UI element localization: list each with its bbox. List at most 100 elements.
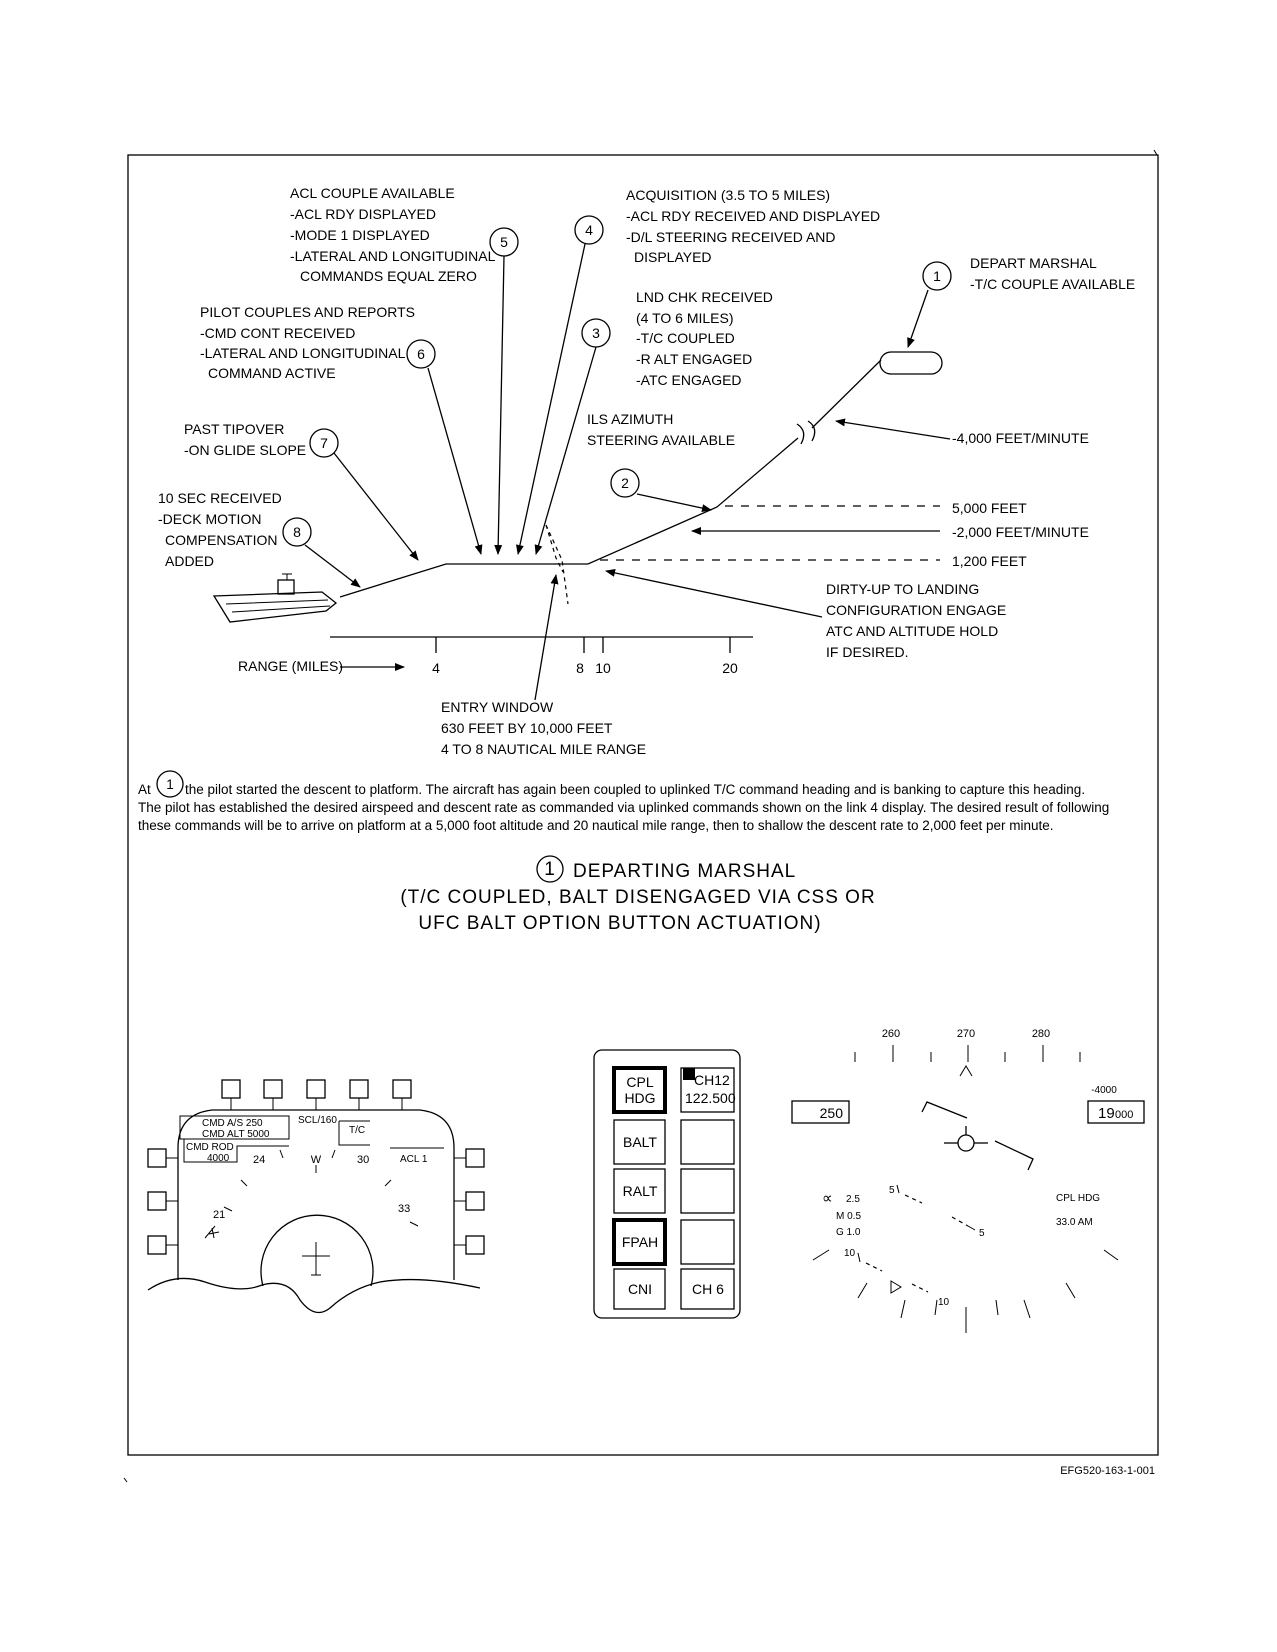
svg-text:ACQUISITION (3.5 TO 5 MILES): ACQUISITION (3.5 TO 5 MILES) (626, 187, 830, 203)
svg-text:8: 8 (576, 660, 584, 676)
option-display[interactable] (680, 1168, 735, 1214)
svg-text:-CMD CONT RECEIVED: -CMD CONT RECEIVED (200, 325, 355, 341)
altitude-box (1087, 1100, 1145, 1124)
svg-text:CPL: CPL (626, 1074, 653, 1090)
svg-text:5: 5 (979, 1228, 985, 1239)
annotation-lnd-chk: LND CHK RECEIVED (4 TO 6 MILES) -T/C COU… (636, 289, 773, 388)
svg-text:5: 5 (889, 1185, 895, 1196)
ddi-display: CMD A/S 250 CMD ALT 5000 CMD ROD 4000 SC… (147, 1079, 485, 1314)
svg-text:-4000: -4000 (1091, 1085, 1117, 1096)
svg-text:DEPARTING MARSHAL: DEPARTING MARSHAL (573, 861, 796, 882)
option-display[interactable] (680, 1219, 735, 1265)
svg-text:CNI: CNI (628, 1281, 652, 1297)
svg-text:2: 2 (621, 475, 629, 491)
ddi-pushbutton[interactable] (263, 1079, 283, 1099)
ddi-pushbutton[interactable] (465, 1191, 485, 1211)
figure-id: EFG520-163-1-001 (1060, 1465, 1155, 1477)
flight-path (339, 351, 943, 598)
svg-text:CMD A/S 250: CMD A/S 250 (202, 1118, 263, 1129)
svg-text:ACL 1: ACL 1 (400, 1154, 428, 1165)
svg-text:2.5: 2.5 (846, 1194, 860, 1205)
svg-text:10: 10 (938, 1297, 950, 1308)
comm-channel-display (680, 1067, 735, 1113)
option-display[interactable] (680, 1119, 735, 1165)
ddi-pushbutton[interactable] (392, 1079, 412, 1099)
svg-text:CPL HDG: CPL HDG (1056, 1193, 1100, 1204)
alpha-icon: ∝ (822, 1190, 833, 1207)
svg-text:COMMAND ACTIVE: COMMAND ACTIVE (208, 365, 336, 381)
channel-6-button[interactable] (680, 1268, 735, 1310)
ddi-pushbutton[interactable] (306, 1079, 326, 1099)
step-circle-8: 8 (282, 517, 312, 547)
svg-text:FPAH: FPAH (622, 1234, 658, 1250)
svg-text:33: 33 (398, 1203, 410, 1215)
svg-text:RALT: RALT (623, 1183, 658, 1199)
svg-text:33.0 AM: 33.0 AM (1056, 1217, 1093, 1228)
svg-text:-ON GLIDE SLOPE: -ON GLIDE SLOPE (184, 442, 306, 458)
svg-text:000: 000 (1115, 1109, 1133, 1121)
ralt-button[interactable] (613, 1168, 666, 1214)
svg-text:CONFIGURATION ENGAGE: CONFIGURATION ENGAGE (826, 602, 1006, 618)
svg-text:ADDED: ADDED (165, 553, 214, 569)
step-circle-5: 5 (489, 227, 519, 257)
ddi-pushbutton[interactable] (465, 1235, 485, 1255)
annotation-pilot-couples: PILOT COUPLES AND REPORTS -CMD CONT RECE… (200, 304, 415, 381)
ddi-pushbutton[interactable] (221, 1079, 241, 1099)
ddi-pushbutton[interactable] (147, 1191, 167, 1211)
svg-text:ENTRY WINDOW: ENTRY WINDOW (441, 699, 554, 715)
svg-text:-R ALT ENGAGED: -R ALT ENGAGED (636, 351, 752, 367)
svg-text:10 SEC RECEIVED: 10 SEC RECEIVED (158, 490, 282, 506)
svg-text:PAST TIPOVER: PAST TIPOVER (184, 421, 284, 437)
annotation-acquisition: ACQUISITION (3.5 TO 5 MILES) -ACL RDY RE… (626, 187, 880, 265)
svg-text:ATC AND ALTITUDE HOLD: ATC AND ALTITUDE HOLD (826, 623, 998, 639)
svg-text:DISPLAYED: DISPLAYED (634, 249, 712, 265)
airspeed-box (791, 1100, 850, 1124)
ddi-pushbutton[interactable] (349, 1079, 369, 1099)
annotation-entry-window: ENTRY WINDOW 630 FEET BY 10,000 FEET 4 T… (441, 699, 646, 757)
svg-text:10: 10 (595, 660, 611, 676)
svg-text:the pilot started the descent: the pilot started the descent to platfor… (185, 782, 1085, 797)
svg-text:-ATC ENGAGED: -ATC ENGAGED (636, 372, 742, 388)
ufc-panel: CPL HDG CH12 122.500 BALT RALT FPAH CNI … (593, 1049, 741, 1319)
balt-button[interactable] (613, 1119, 666, 1165)
annotation-past-tipover: PAST TIPOVER -ON GLIDE SLOPE (184, 421, 306, 458)
svg-text:T/C: T/C (349, 1125, 365, 1136)
description-paragraph: At 1 the pilot started the descent to pl… (138, 770, 1109, 833)
svg-text:HDG: HDG (624, 1090, 655, 1106)
svg-text:W: W (311, 1154, 322, 1166)
cpl-hdg-button[interactable] (612, 1066, 667, 1114)
marshal-holding-pattern (879, 351, 943, 375)
svg-text:-MODE 1 DISPLAYED: -MODE 1 DISPLAYED (290, 227, 430, 243)
hud-display: 260 270 280 250 -4000 19 000 ∝ 2.5 M 0.5… (791, 1028, 1145, 1333)
svg-text:250: 250 (820, 1105, 844, 1121)
annotation-ils-azimuth: ILS AZIMUTH STEERING AVAILABLE (587, 411, 735, 448)
annotation-depart-marshal: DEPART MARSHAL -T/C COUPLE AVAILABLE (970, 255, 1135, 292)
aircraft-carrier-icon (212, 573, 338, 623)
svg-text:6: 6 (417, 346, 425, 362)
step-circle-1: 1 (922, 261, 952, 291)
svg-text:-ACL RDY DISPLAYED: -ACL RDY DISPLAYED (290, 206, 436, 222)
range-axis: RANGE (MILES) 4 8 10 20 (238, 636, 753, 676)
svg-text:At: At (138, 782, 151, 797)
svg-text:30: 30 (357, 1154, 369, 1166)
svg-text:1: 1 (166, 777, 174, 792)
svg-text:The pilot has established the: The pilot has established the desired ai… (138, 800, 1109, 815)
ddi-pushbutton[interactable] (147, 1148, 167, 1168)
svg-text:19: 19 (1098, 1105, 1115, 1122)
svg-text:UFC BALT OPTION BUTTON ACTUATI: UFC BALT OPTION BUTTON ACTUATION) (418, 913, 821, 934)
cni-button[interactable] (613, 1268, 666, 1310)
velocity-vector-icon (957, 1134, 975, 1152)
step-circle-7: 7 (309, 428, 339, 458)
svg-text:CH 6: CH 6 (692, 1281, 724, 1297)
svg-text:122.500: 122.500 (685, 1090, 736, 1106)
svg-text:4000: 4000 (207, 1153, 230, 1164)
svg-text:-D/L STEERING RECEIVED AND: -D/L STEERING RECEIVED AND (626, 229, 836, 245)
svg-text:PILOT COUPLES AND REPORTS: PILOT COUPLES AND REPORTS (200, 304, 415, 320)
svg-text:RANGE (MILES): RANGE (MILES) (238, 658, 343, 674)
fpah-button[interactable] (612, 1218, 667, 1266)
approach-profile: ACL COUPLE AVAILABLE -ACL RDY DISPLAYED … (158, 185, 1135, 757)
svg-text:24: 24 (253, 1154, 265, 1166)
ddi-pushbutton[interactable] (147, 1235, 167, 1255)
ddi-pushbutton[interactable] (465, 1148, 485, 1168)
svg-text:ILS AZIMUTH: ILS AZIMUTH (587, 411, 673, 427)
